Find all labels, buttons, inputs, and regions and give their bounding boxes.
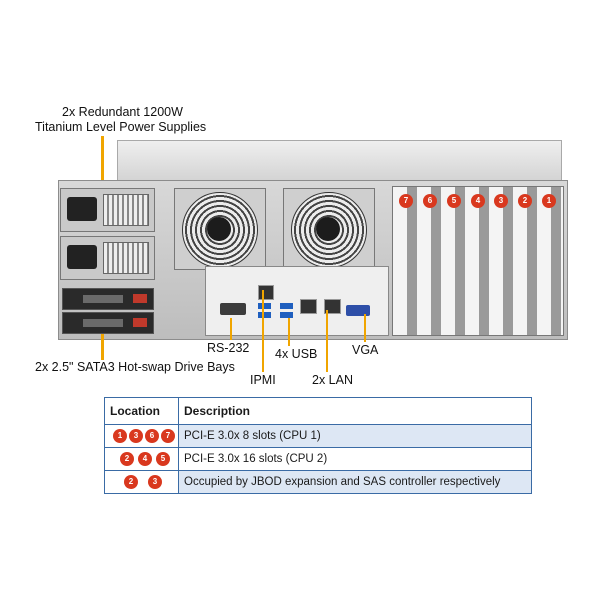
rs232-pointer (230, 318, 232, 340)
vga-port (346, 305, 370, 316)
ipmi-port (258, 285, 274, 300)
chassis-top (117, 140, 562, 183)
fan-1 (174, 188, 266, 270)
drive-pointer (101, 334, 104, 360)
location-cell: 2 4 5 (104, 447, 179, 471)
drive-bays-label: 2x 2.5" SATA3 Hot-swap Drive Bays (35, 360, 235, 374)
slot-legend-table: Location Description 1 3 6 7 PCI-E 3.0x … (104, 397, 532, 494)
slot-badge: 3 (148, 475, 162, 489)
power-supply-2 (60, 236, 155, 280)
table-row: 2 4 5 PCI-E 3.0x 16 slots (CPU 2) (104, 447, 532, 471)
drive-latch (83, 295, 123, 303)
slot-badge: 7 (161, 429, 175, 443)
table-header-row: Location Description (104, 397, 532, 425)
location-header: Location (104, 397, 179, 425)
drive-latch (83, 319, 123, 327)
rs232-port (220, 303, 246, 315)
lan-port-2 (324, 299, 341, 314)
usb-port (258, 303, 271, 309)
slot-badge: 2 (518, 194, 532, 208)
table-row: 2 3 Occupied by JBOD expansion and SAS c… (104, 470, 532, 494)
slot-badge: 2 (124, 475, 138, 489)
slot-badge: 7 (399, 194, 413, 208)
location-cell: 2 3 (104, 470, 179, 494)
drive-release-icon (133, 294, 147, 303)
slot-badge: 6 (145, 429, 159, 443)
slot-badge: 5 (156, 452, 170, 466)
vga-label: VGA (352, 343, 379, 357)
psu-grill (103, 194, 149, 226)
psu-pointer (101, 136, 104, 188)
fan-hub (207, 217, 231, 241)
description-cell: Occupied by JBOD expansion and SAS contr… (178, 470, 532, 494)
rs232-label: RS-232 (207, 341, 250, 355)
psu-grill (103, 242, 149, 274)
power-socket-icon (67, 197, 97, 221)
slot-badge: 5 (447, 194, 461, 208)
slot-badge: 6 (423, 194, 437, 208)
slot-badge: 1 (542, 194, 556, 208)
description-header: Description (178, 397, 532, 425)
power-socket-icon (67, 245, 97, 269)
description-cell: PCI-E 3.0x 8 slots (CPU 1) (178, 424, 532, 448)
psu-label-line1: 2x Redundant 1200W (62, 105, 183, 119)
slot-badge: 2 (120, 452, 134, 466)
ipmi-label: IPMI (250, 373, 276, 387)
lan-label: 2x LAN (312, 373, 353, 387)
usb-port (280, 303, 293, 309)
lan-port-1 (300, 299, 317, 314)
psu-label-line2: Titanium Level Power Supplies (35, 120, 207, 134)
drive-release-icon (133, 318, 147, 327)
pcie-slot-area (392, 186, 564, 336)
vga-pointer (364, 314, 366, 342)
slot-badge-row: 7 6 5 4 3 2 1 (399, 194, 559, 210)
slot-badge: 3 (494, 194, 508, 208)
ipmi-pointer (262, 290, 264, 372)
drive-bay-1 (62, 288, 154, 310)
slot-badge: 3 (129, 429, 143, 443)
description-cell: PCI-E 3.0x 16 slots (CPU 2) (178, 447, 532, 471)
fan-hub (316, 217, 340, 241)
slot-badge: 4 (138, 452, 152, 466)
table-row: 1 3 6 7 PCI-E 3.0x 8 slots (CPU 1) (104, 424, 532, 448)
location-cell: 1 3 6 7 (104, 424, 179, 448)
drive-bay-2 (62, 312, 154, 334)
usb-port (280, 312, 293, 318)
io-panel (205, 266, 389, 336)
slot-badge: 4 (471, 194, 485, 208)
power-supply-1 (60, 188, 155, 232)
usb-label: 4x USB (275, 347, 318, 361)
usb-port (258, 312, 271, 318)
lan-pointer (326, 310, 328, 372)
slot-badge: 1 (113, 429, 127, 443)
fan-2 (283, 188, 375, 270)
usb-pointer (288, 318, 290, 346)
